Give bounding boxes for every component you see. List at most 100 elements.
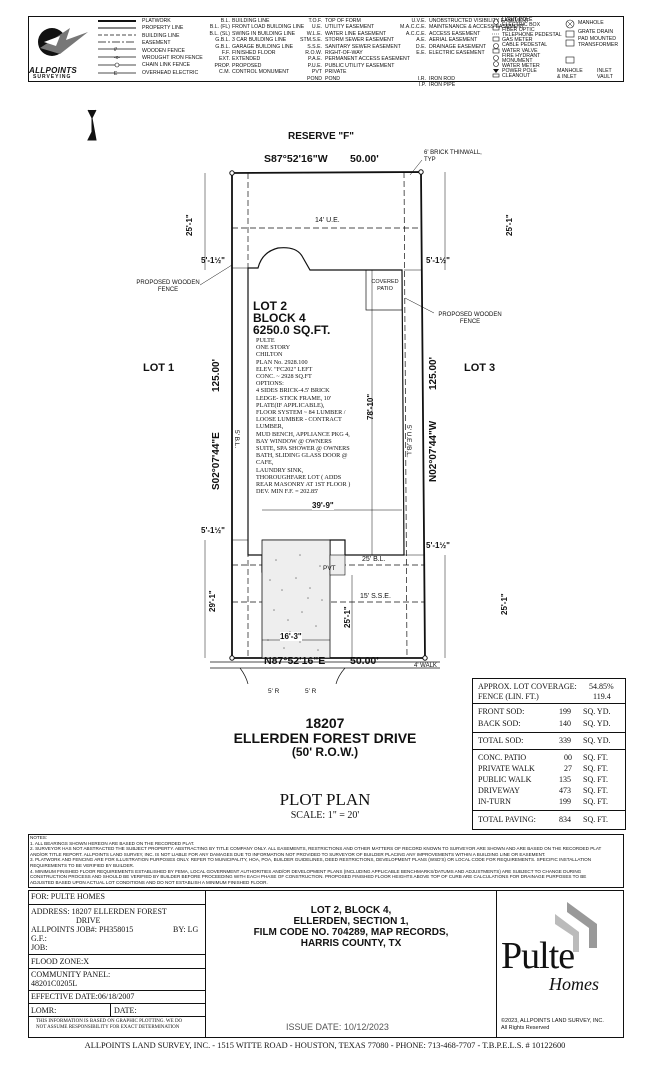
legend-abbr: I.R.: [417, 75, 426, 82]
legend-abbr: A.C.C.E.: [405, 30, 426, 37]
east-setback-label: 5' U.E./B.L.: [405, 425, 412, 458]
note-line: AND/OR TITLE REPORT. ALLPOINTS LAND SURV…: [30, 851, 546, 857]
divider: [473, 749, 625, 750]
house-detail-line: PLATE(IF APPLICABLE),: [256, 401, 325, 409]
legend-abbr: B.L.: [220, 18, 230, 24]
divider: [473, 703, 625, 704]
paving-value: 473: [559, 786, 571, 795]
paving-label: PRIVATE WALK: [478, 764, 535, 773]
plot-plan-svg: [87, 109, 446, 685]
legend-text: SANITARY SEWER EASEMENT: [325, 43, 401, 50]
disclaimer-line2: NOT ASSUME RESPONSIBILITY FOR EXACT DETE…: [36, 1025, 180, 1030]
house-detail-line: CAFE,: [256, 459, 274, 467]
legend-abbr: T.O.F.: [308, 18, 322, 24]
info-block: [28, 890, 624, 1038]
legal-line: LOT 2, BLOCK 4,: [310, 905, 392, 916]
legend-line-types: PLATWORK PROPERTY LINE BUILDING LINE EAS…: [142, 18, 203, 76]
back-sod-value: 140: [559, 719, 571, 728]
legend-text: WATER VALVE: [502, 47, 538, 54]
legend-text: EXTENDED: [232, 56, 261, 63]
dim-25-1-east-front: 25'-1": [500, 593, 509, 615]
back-sod-label: BACK SOD:: [478, 719, 521, 728]
divider: [28, 990, 205, 991]
brick-thinwall-label: 6' BRICK THINWALL, TYP: [424, 150, 482, 163]
west-bearing: S02°07'44"E: [211, 432, 222, 490]
covered-patio-label: COVERED PATIO: [371, 279, 399, 292]
legend-item: PLATWORK: [142, 18, 171, 24]
legal-line: FILM CODE NO. 704289, MAP RECORDS,: [253, 927, 449, 938]
date-label: DATE:: [114, 1006, 137, 1015]
proposed-fence-left-label: PROPOSED WOODEN FENCE: [136, 280, 200, 293]
svg-text:E: E: [114, 71, 118, 77]
legend-text: GRATE DRAIN: [578, 29, 614, 35]
notes-box: [28, 834, 624, 888]
legend-text: ACCESS EASEMENT: [429, 30, 481, 37]
header-legend: [28, 16, 624, 82]
house-detail-line: PULTE: [256, 337, 275, 344]
house-detail-line: REAR MASONRY AT 1ST FLOOR ): [256, 481, 351, 489]
legal-line: ELLERDEN, SECTION 1,: [293, 916, 409, 927]
house-detail-line: BAY WINDOW @ OWNERS: [256, 437, 332, 445]
dim-16-3: 16'-3": [280, 632, 302, 641]
plot-plan-title: PLOT PLAN: [279, 790, 371, 809]
legend-text: WATER METER: [502, 62, 540, 69]
front-building-line-label: 25' B.L.: [362, 556, 386, 563]
community-panel-value: 48201C0205L: [31, 979, 78, 988]
dim-39-9: 39'-9": [312, 501, 334, 510]
legend-text: PAD MOUNTED TRANSFORMER: [578, 36, 619, 48]
divider: [473, 732, 625, 733]
legend-abbr: STM.S.E.: [300, 37, 323, 44]
legend-abbr: PROP.: [214, 62, 230, 69]
legend-col3-text: UNOBSTRUCTED VISIBILITY EASEMENT MAINTEN…: [429, 18, 529, 88]
svg-text://: //: [114, 47, 117, 53]
legend-col4-text: LIGHT POLE ELECTRIC BOX FIBER OPTIC TELE…: [502, 17, 562, 80]
legend-col1-abbr: B.L. B.L. (FL) B.L. (SL) G.B.L. G.B.L. F…: [206, 18, 230, 76]
paving-unit: SQ. FT.: [583, 797, 608, 806]
total-sod-value: 339: [559, 736, 571, 745]
legend-abbr: W.L.E.: [306, 30, 322, 37]
leader-line: [409, 159, 423, 176]
scale-label: SCALE: 1" = 20': [290, 810, 360, 821]
legend-text: BUILDING LINE: [232, 18, 270, 24]
iron-rod-marker: [229, 170, 235, 176]
logo-subtext: SURVEYING: [33, 74, 72, 80]
paving-unit: SQ. FT.: [583, 786, 608, 795]
house-detail-line: LUMBER,: [256, 423, 284, 431]
legend-text: ELECTRIC EASEMENT: [429, 50, 485, 57]
paving-unit: SQ. FT.: [583, 764, 608, 773]
house-detail-line: 4 SIDES BRICK-4.5' BRICK: [256, 387, 330, 395]
legend-text: FIBER OPTIC: [502, 27, 535, 34]
address-street: ELLERDEN FOREST DRIVE: [233, 730, 417, 746]
house-detail-line: DEV. MIN F.F. = 202.85': [256, 488, 319, 496]
total-paving-label: TOTAL PAVING:: [478, 815, 536, 824]
legend-abbr: I.P.: [418, 82, 426, 89]
legend-text: CLEANOUT: [502, 73, 531, 80]
legend-text: LIGHT POLE: [502, 17, 533, 23]
notes-heading: NOTES:: [30, 835, 48, 840]
lot-right-label: LOT 3: [464, 362, 496, 374]
front-sod-unit: SQ. YD.: [583, 707, 611, 716]
note-line: 3. PLATWORK AND FENCING ARE FOR ILLUSTRA…: [30, 857, 592, 863]
house-footprint: [247, 247, 405, 573]
total-sod-label: TOTAL SOD:: [478, 736, 524, 745]
for-label: FOR: PULTE HOMES: [31, 892, 105, 901]
south-distance: 50.00': [350, 655, 379, 667]
dim-5-west-front: 5'-1½": [201, 526, 225, 535]
legend-text: MANHOLE: [578, 20, 604, 26]
job-label: JOB:: [31, 943, 48, 952]
legend-text: TELEPHONE PEDESTAL: [502, 32, 562, 39]
paving-unit: SQ. FT.: [583, 753, 608, 762]
rights-reserved: All Rights Reserved: [501, 1025, 550, 1031]
fence-value: 119.4: [593, 692, 611, 701]
back-sod-unit: SQ. YD.: [583, 719, 611, 728]
legend-text: FIRE HYDRANT: [502, 52, 541, 59]
lot-left-label: LOT 1: [143, 362, 175, 374]
front-sod-label: FRONT SOD:: [478, 707, 525, 716]
notes: NOTES: 1. ALL BEARINGS SHOWN HEREON ARE …: [30, 835, 601, 885]
note-line: REQUIREMENTS TO BE VERIFIED BY BUILDER.: [30, 862, 135, 868]
paving-label: PUBLIC WALK: [478, 775, 532, 784]
paving-unit: SQ. FT.: [583, 775, 608, 784]
leader-line: [404, 297, 435, 314]
gf-label: G.F.:: [31, 934, 47, 943]
legend-text: PERMANENT ACCESS EASEMENT: [325, 56, 410, 63]
